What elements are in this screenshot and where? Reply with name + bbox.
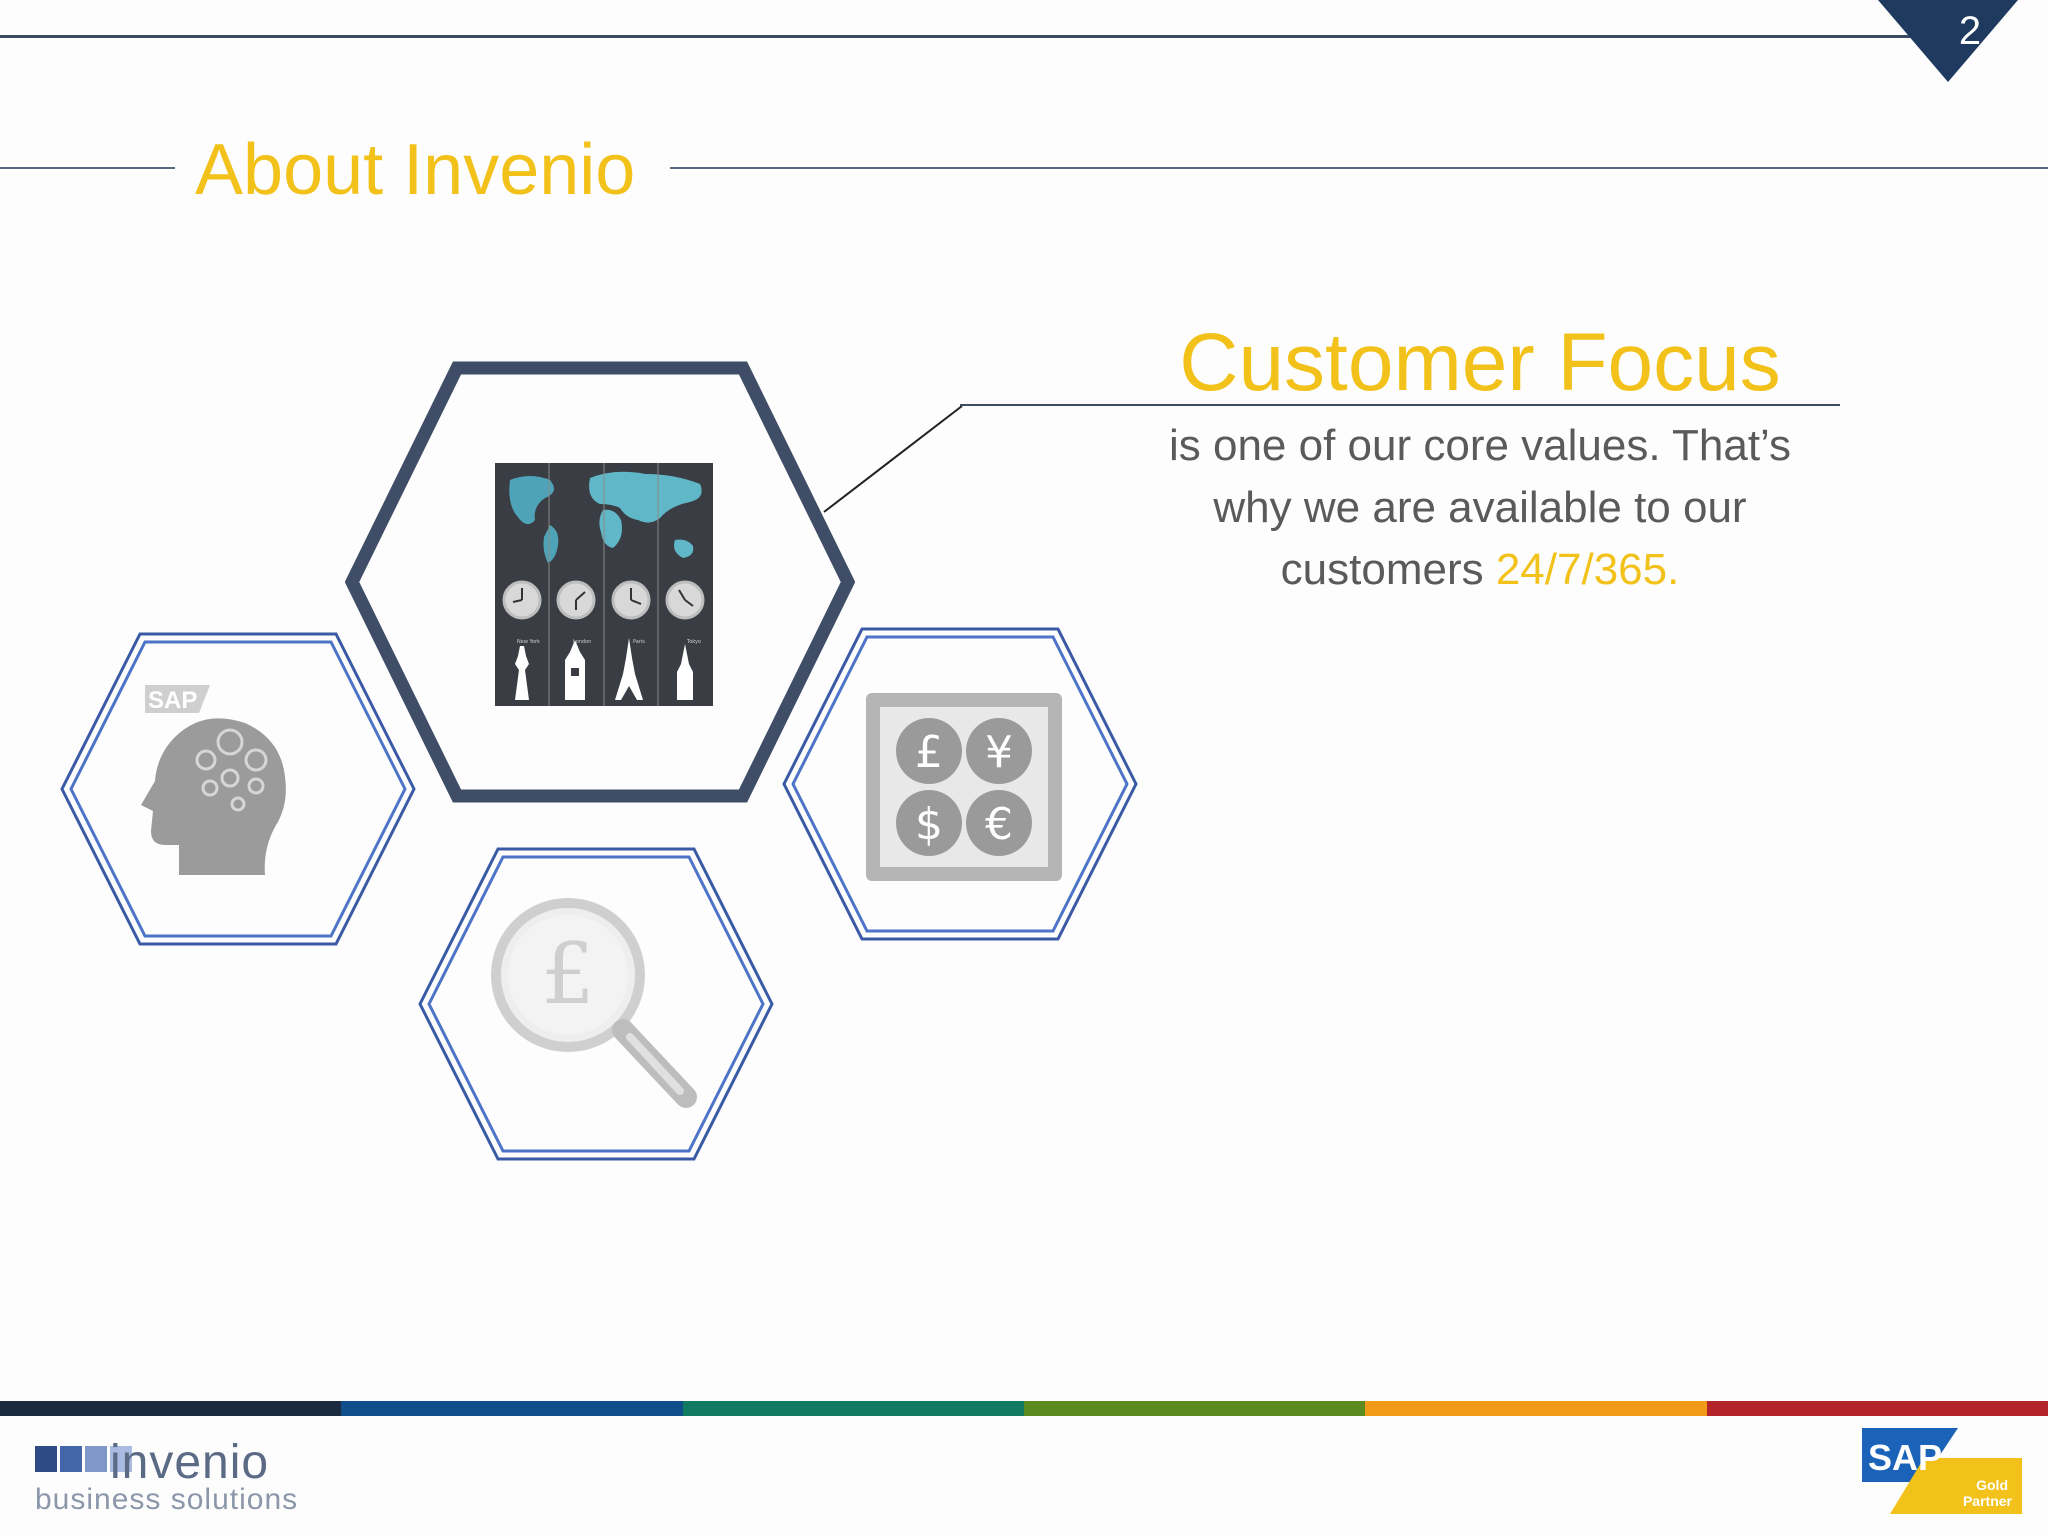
callout-connector — [823, 405, 963, 513]
logo-tagline: business solutions — [35, 1483, 299, 1516]
title-rule-left — [0, 167, 175, 169]
clock-city-label: Paris — [633, 639, 645, 645]
page-number: 2 — [1958, 9, 1982, 53]
clock-city-label: New York — [517, 639, 540, 645]
footer-color-bar — [0, 1401, 2048, 1416]
currency-symbol: $ — [915, 799, 943, 850]
callout-highlight: 24/7/365. — [1495, 545, 1680, 594]
sap-badge-text: SAP — [1868, 1437, 1942, 1478]
top-rule — [0, 35, 1910, 38]
head-gears-icon: SAP — [141, 685, 286, 875]
clock-city-label: London — [573, 639, 591, 645]
currency-icon: £ ¥ $ € — [866, 693, 1062, 881]
callout-body-line-3: customers 24/7/365. — [1110, 539, 1850, 601]
hexagon-world-clock: New York London Paris Tokyo — [345, 361, 855, 803]
callout-heading: Customer Focus — [1179, 317, 1781, 408]
hexagon-magnifier: £ — [418, 847, 774, 1161]
page-number-triangle — [1878, 0, 2018, 82]
sap-badge-tier-1: Gold — [1976, 1477, 2008, 1493]
currency-symbol: € — [985, 799, 1013, 850]
magnifier-symbol: £ — [541, 925, 594, 1023]
callout-body-line-2: why we are available to our — [1213, 483, 1747, 532]
currency-symbol: ¥ — [985, 727, 1013, 778]
color-bar-segment — [0, 1401, 342, 1416]
callout-body-line-3-prefix: customers — [1280, 545, 1496, 594]
color-bar-segment — [1365, 1401, 1707, 1416]
sap-badge-tier-2: Partner — [1963, 1493, 2013, 1509]
color-bar-segment — [1023, 1401, 1366, 1416]
title-rule-right — [670, 167, 2048, 169]
world-clock-icon: New York London Paris Tokyo — [495, 463, 713, 706]
callout-heading-rule — [960, 404, 1840, 406]
color-bar-segment — [341, 1401, 683, 1416]
color-bar-segment — [1706, 1401, 2048, 1416]
slide-title: About Invenio — [195, 130, 636, 210]
clock-city-label: Tokyo — [686, 639, 701, 645]
currency-symbol: £ — [915, 727, 943, 778]
magnifier-pound-icon: £ — [491, 898, 697, 1108]
logo-wordmark: invenio — [110, 1436, 270, 1489]
sap-mini-badge: SAP — [148, 687, 197, 714]
color-bar-segment — [682, 1401, 1024, 1416]
invenio-logo-squares — [35, 1446, 132, 1472]
hexagon-currency: £ ¥ $ € — [782, 627, 1138, 941]
hexagon-head-gears: SAP — [60, 632, 416, 946]
callout-body: is one of our core values. That’s why we… — [1110, 415, 1850, 601]
callout-body-line-1: is one of our core values. That’s — [1168, 421, 1792, 470]
sap-gold-partner-badge: SAP Gold Partner — [1862, 1428, 2022, 1514]
